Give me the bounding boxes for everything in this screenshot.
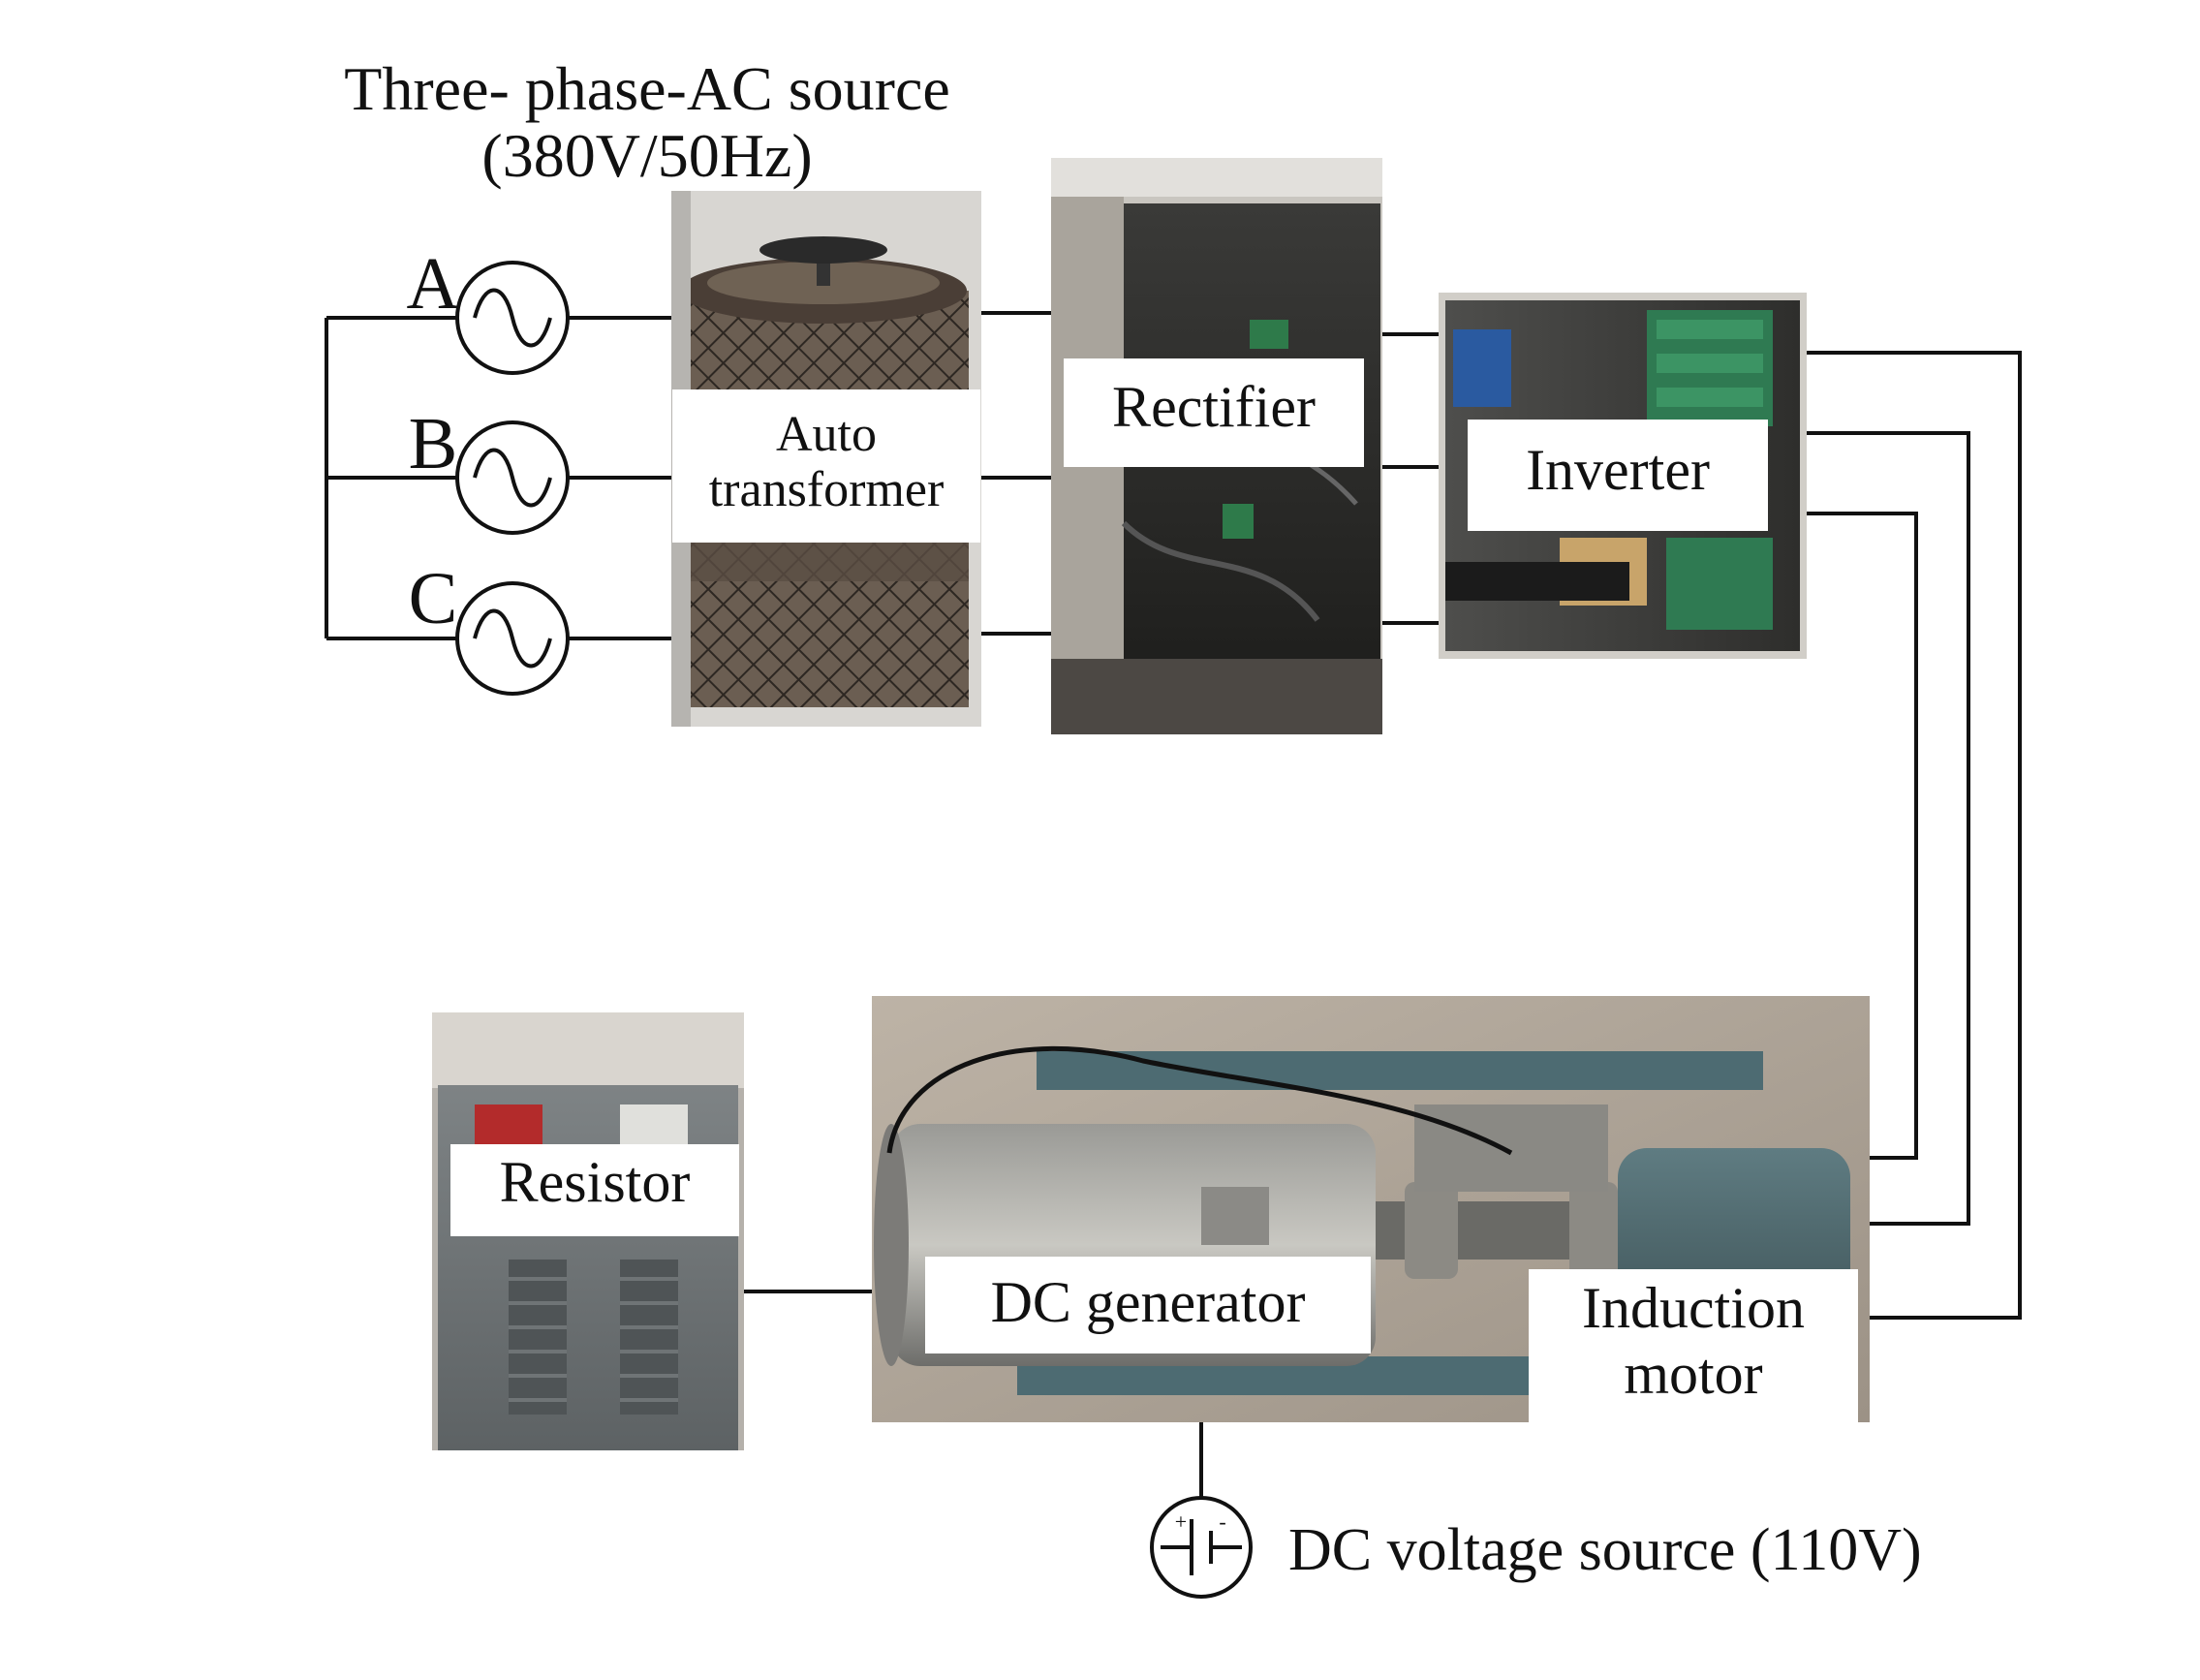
induction-motor-label: Induction motor xyxy=(1529,1269,1858,1422)
dc-plus-sign: + xyxy=(1175,1509,1187,1534)
induction-motor-label-line2: motor xyxy=(1624,1342,1762,1406)
three-phase-wiring xyxy=(325,316,671,640)
dc-source-label: DC voltage source (110V) xyxy=(1288,1517,1922,1583)
phase-label-b: B xyxy=(409,403,458,484)
dc-battery-icon: + - xyxy=(1150,1496,1253,1599)
inverter-label-text: Inverter xyxy=(1526,438,1710,502)
resistor-label-text: Resistor xyxy=(500,1150,691,1214)
ac-source-c xyxy=(455,581,570,696)
resistor-label: Resistor xyxy=(450,1144,739,1236)
autotransformer-label: Auto transformer xyxy=(672,389,980,543)
inverter-label: Inverter xyxy=(1468,420,1768,531)
rectifier-label-text: Rectifier xyxy=(1112,375,1316,439)
source-title-line1: Three- phase-AC source xyxy=(344,54,950,123)
phase-label-c: C xyxy=(409,558,458,639)
autotransformer-label-line2: transformer xyxy=(709,462,945,517)
induction-motor-label-line1: Induction xyxy=(1582,1276,1805,1340)
autotransformer-to-rectifier-wiring xyxy=(981,311,1051,636)
rectifier-to-inverter-wiring xyxy=(1382,332,1439,625)
ac-source-a xyxy=(455,261,570,375)
dc-generator-label-text: DC generator xyxy=(991,1270,1306,1334)
rectifier-label: Rectifier xyxy=(1064,358,1364,467)
inverter-to-motor-wiring xyxy=(1807,351,2022,1320)
phase-label-a: A xyxy=(407,243,460,325)
autotransformer-label-line1: Auto xyxy=(776,407,877,462)
dc-generator-label: DC generator xyxy=(925,1257,1371,1353)
ac-source-b xyxy=(455,420,570,535)
dc-minus-sign: - xyxy=(1219,1509,1225,1534)
source-title-line2: (380V/50Hz) xyxy=(481,121,812,190)
